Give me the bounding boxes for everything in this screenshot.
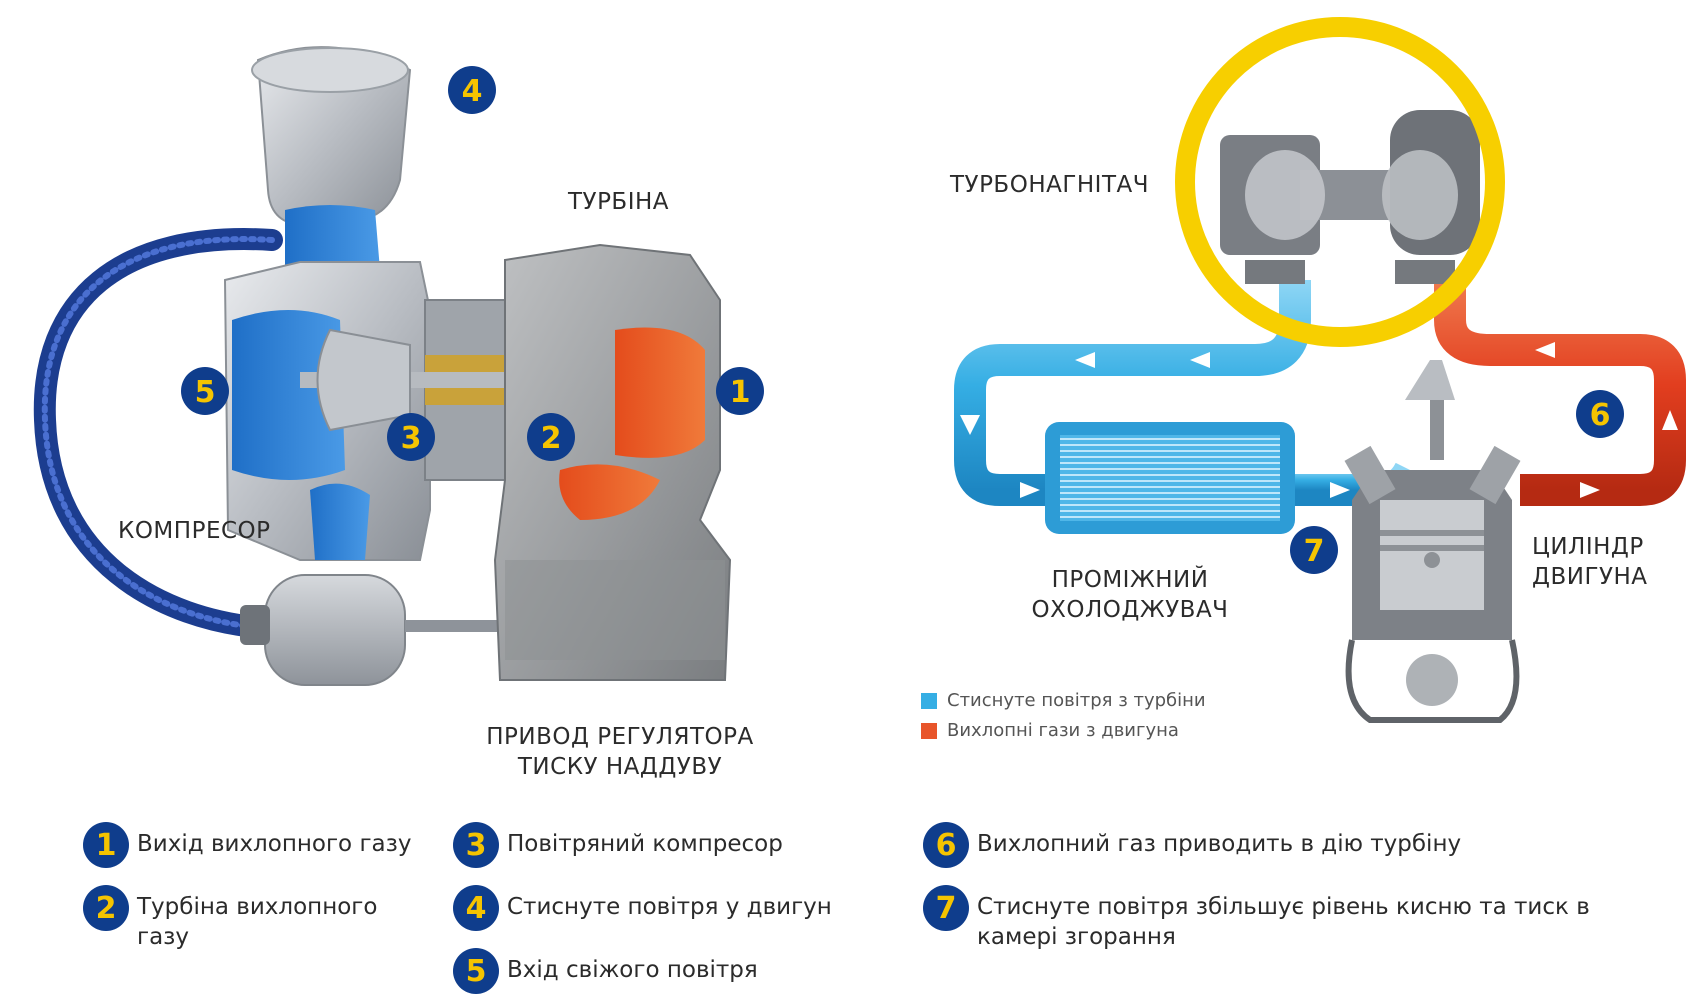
legend-air-swatch — [921, 692, 937, 709]
label-cylinder: ЦИЛІНДР ДВИГУНА — [1532, 532, 1648, 593]
label-wastegate-line1: ПРИВОД РЕГУЛЯТОРА — [486, 724, 754, 750]
legend-exhaust-swatch — [921, 722, 937, 739]
key-item-3-num: 3 — [453, 822, 499, 868]
legend-exhaust: Вихлопні гази з двигуна — [921, 720, 1179, 741]
legend-air-label: Стиснуте повітря з турбіни — [947, 690, 1206, 711]
badge-2-num: 2 — [541, 421, 562, 456]
key-item-7: 7 Стиснуте повітря збільшує рівень кисню… — [923, 885, 1643, 953]
key-item-3: 3 Повітряний компресор — [453, 822, 813, 868]
engine-cylinder — [1344, 360, 1521, 723]
badge-3: 3 — [387, 413, 435, 461]
key-item-1-num: 1 — [83, 822, 129, 868]
key-item-2-num: 2 — [83, 885, 129, 931]
label-wastegate: ПРИВОД РЕГУЛЯТОРА ТИСКУ НАДДУВУ — [470, 722, 770, 783]
key-item-4: 4 Стиснуте повітря у двигун — [453, 885, 853, 931]
label-cylinder-line1: ЦИЛІНДР — [1532, 534, 1644, 560]
label-intercooler: ПРОМІЖНИЙ ОХОЛОДЖУВАЧ — [1020, 565, 1240, 626]
key-item-4-text: Стиснуте повітря у двигун — [507, 894, 832, 920]
key-item-4-num: 4 — [453, 885, 499, 931]
turbo-highlight-ring — [1175, 17, 1505, 347]
key-item-6: 6 Вихлопний газ приводить в дію турбіну — [923, 822, 1623, 868]
legend-air: Стиснуте повітря з турбіни — [921, 690, 1206, 711]
badge-5-num: 5 — [195, 375, 216, 410]
label-wastegate-line2: ТИСКУ НАДДУВУ — [517, 754, 723, 781]
badge-4: 4 — [448, 66, 496, 114]
compressor-wheel — [316, 328, 411, 432]
key-item-2: 2 Турбіна вихлопного газу — [83, 885, 403, 953]
badge-1: 1 — [716, 367, 764, 415]
legend-exhaust-label: Вихлопні гази з двигуна — [947, 720, 1179, 741]
badge-2: 2 — [527, 413, 575, 461]
key-item-7-text: Стиснуте повітря збільшує рівень кисню т… — [977, 894, 1590, 950]
turbine-cavity-orange — [615, 327, 705, 458]
air-pipe — [954, 280, 1311, 506]
key-item-1: 1 Вихід вихлопного газу — [83, 822, 423, 868]
badge-3-num: 3 — [401, 421, 422, 456]
mini-turbo — [1220, 110, 1480, 284]
badge-6-num: 6 — [1590, 398, 1611, 433]
compressor-cavity-blue — [232, 310, 345, 480]
key-item-5-num: 5 — [453, 948, 499, 994]
key-item-5: 5 Вхід свіжого повітря — [453, 948, 853, 994]
label-turbocharger: ТУРБОНАГНІТАЧ — [950, 172, 1150, 198]
label-compressor: КОМПРЕСОР — [118, 518, 271, 544]
label-turbine: ТУРБІНА — [568, 189, 670, 215]
badge-6: 6 — [1576, 390, 1624, 438]
key-item-6-text: Вихлопний газ приводить в дію турбіну — [977, 831, 1462, 857]
wastegate-actuator — [264, 574, 406, 686]
badge-5: 5 — [181, 367, 229, 415]
flow-arrows — [960, 342, 1678, 498]
badge-4-num: 4 — [462, 74, 483, 109]
exhaust-pipe — [1434, 280, 1686, 506]
key-item-5-text: Вхід свіжого повітря — [507, 957, 758, 983]
label-cylinder-line2: ДВИГУНА — [1532, 564, 1648, 591]
key-item-7-num: 7 — [923, 885, 969, 931]
badge-7: 7 — [1290, 526, 1338, 574]
label-intercooler-line2: ОХОЛОДЖУВАЧ — [1031, 597, 1229, 624]
key-item-2-text: Турбіна вихлопного газу — [137, 894, 378, 950]
key-item-3-text: Повітряний компресор — [507, 831, 783, 857]
badge-1-num: 1 — [730, 375, 751, 410]
key-item-6-num: 6 — [923, 822, 969, 868]
label-intercooler-line1: ПРОМІЖНИЙ — [1051, 567, 1209, 593]
key-item-1-text: Вихід вихлопного газу — [137, 831, 412, 857]
badge-7-num: 7 — [1304, 534, 1325, 569]
